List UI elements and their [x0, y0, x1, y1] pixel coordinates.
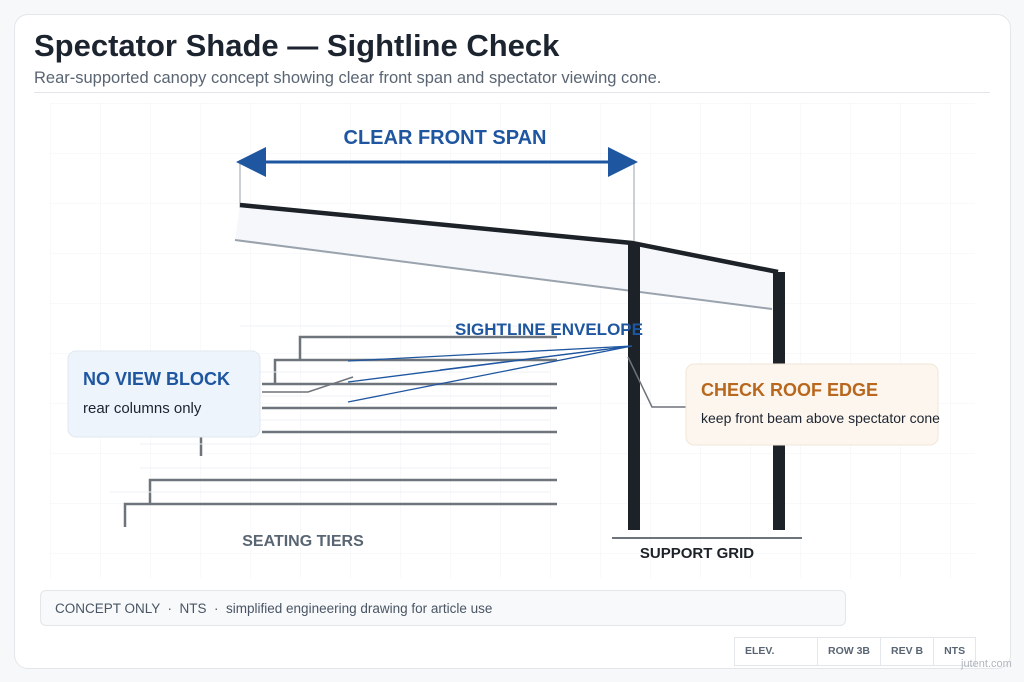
span-label: CLEAR FRONT SPAN: [344, 127, 547, 149]
right-callout-leader: [627, 356, 686, 408]
watermark: jutent.com: [961, 658, 1012, 670]
callout-right-title: CHECK ROOF EDGE: [701, 380, 878, 400]
seating-tiers: [123, 335, 557, 527]
seating-label: SEATING TIERS: [242, 533, 364, 550]
title-block: ELEV. ROW 3B REV B NTS: [734, 637, 977, 666]
canopy-fill: [235, 205, 778, 309]
tier-2: [273, 358, 557, 384]
front-column: [628, 243, 640, 530]
concept-note: CONCEPT ONLY · NTS · simplified engineer…: [40, 590, 846, 626]
sightline-4: [439, 345, 633, 371]
sightline-3: [347, 345, 633, 403]
divider: [34, 92, 990, 93]
left-callout-leader: [262, 376, 354, 393]
sightline-1: [347, 345, 633, 362]
title-block-rev: REV B: [881, 638, 935, 665]
sightline-cone: [347, 345, 633, 403]
canopy-underside: [234, 239, 773, 310]
no-view-block-callout: [67, 350, 261, 438]
callout-right-text: keep front beam above spectator cone: [701, 410, 940, 426]
tier-8: [123, 502, 557, 527]
sightline-label: SIGHTLINE ENVELOPE: [455, 320, 643, 339]
callout-left-title: NO VIEW BLOCK: [83, 369, 230, 389]
page-title: Spectator Shade — Sightline Check: [34, 28, 560, 63]
tier-1: [298, 335, 557, 360]
callout-left-text: rear columns only: [83, 400, 202, 417]
page-subtitle: Rear-supported canopy concept showing cl…: [34, 69, 662, 87]
background-grid: [50, 103, 975, 578]
title-block-view: ELEV.: [735, 638, 818, 665]
tier-7: [148, 478, 557, 504]
check-roof-edge-callout: [685, 363, 939, 446]
support-label: SUPPORT GRID: [640, 545, 754, 562]
tier-guides: [110, 325, 550, 493]
title-block-scale: NTS: [944, 645, 966, 657]
title-block-row: ROW 3B: [818, 638, 881, 665]
